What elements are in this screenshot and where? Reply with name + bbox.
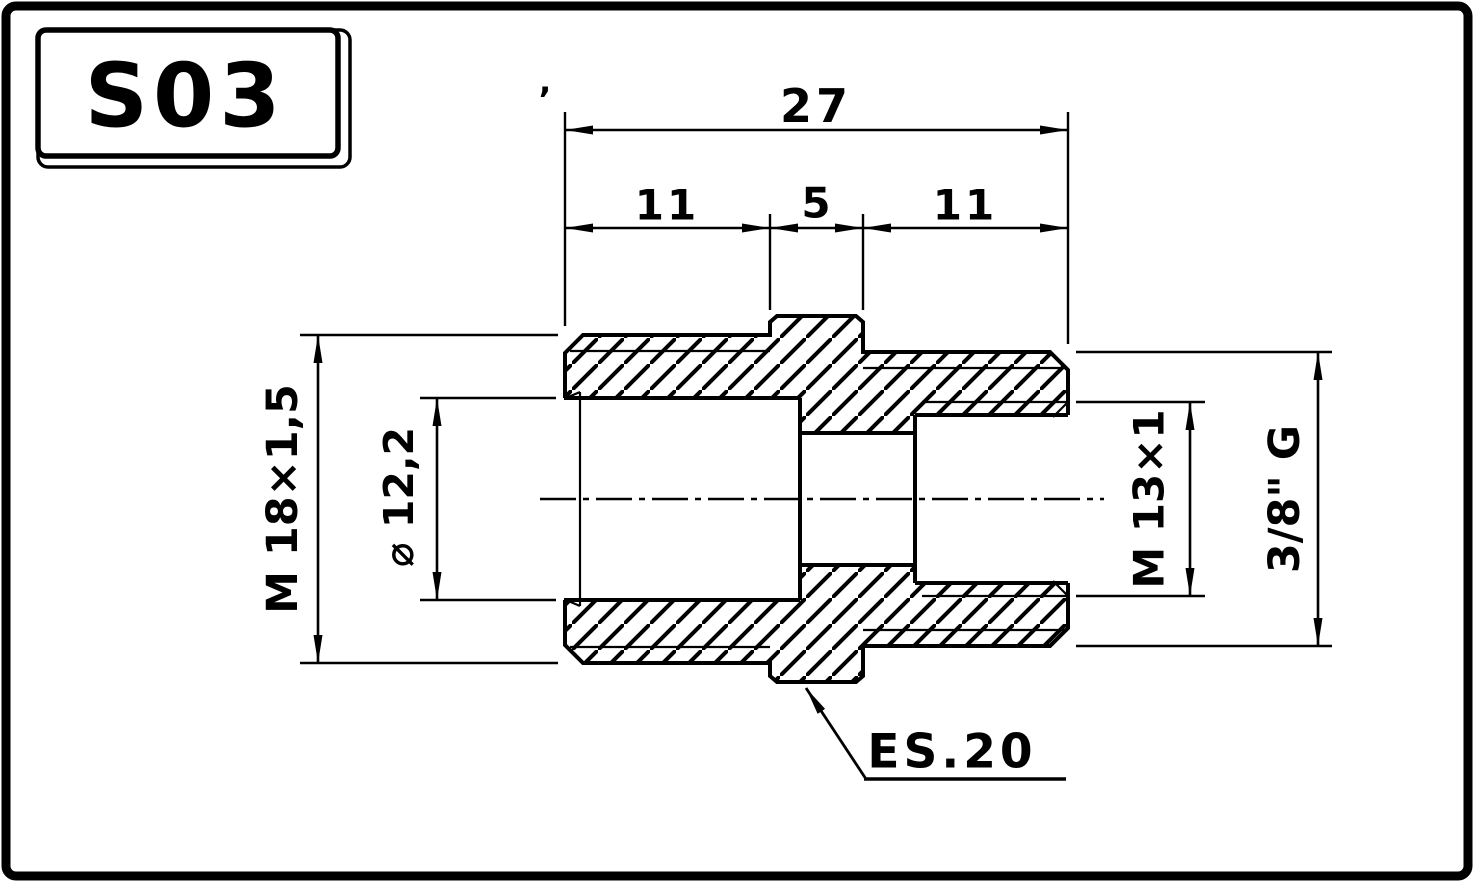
- dim-text-seg-11-right: 11: [933, 181, 997, 230]
- title-block: S03: [35, 27, 352, 169]
- dim-text-hex-es20: ES.20: [867, 725, 1036, 780]
- dim-text-thread-m13: M 13×1: [1125, 409, 1174, 588]
- leader-line-es20: [804, 687, 868, 780]
- dim-text-seg-11-left: 11: [635, 181, 699, 230]
- dim-text-seg-5: 5: [801, 179, 830, 228]
- thread-and-chamfer-lines: [565, 349, 1069, 649]
- dim-text-thread-m18: M 18×1,5: [258, 384, 308, 614]
- stray-mark: ’: [539, 80, 552, 120]
- part-code-label: S03: [85, 45, 286, 148]
- dim-text-thread-3-8-g: 3/8" G: [1260, 425, 1310, 573]
- dimension-lines: [313, 125, 1323, 663]
- part-section: [540, 314, 1104, 684]
- dim-text-bore-dia: ⌀ 12,2: [375, 427, 423, 567]
- dim-text-overall-27: 27: [780, 79, 852, 133]
- title-block-inner-frame: [35, 27, 341, 159]
- hex-leader: [804, 687, 1066, 781]
